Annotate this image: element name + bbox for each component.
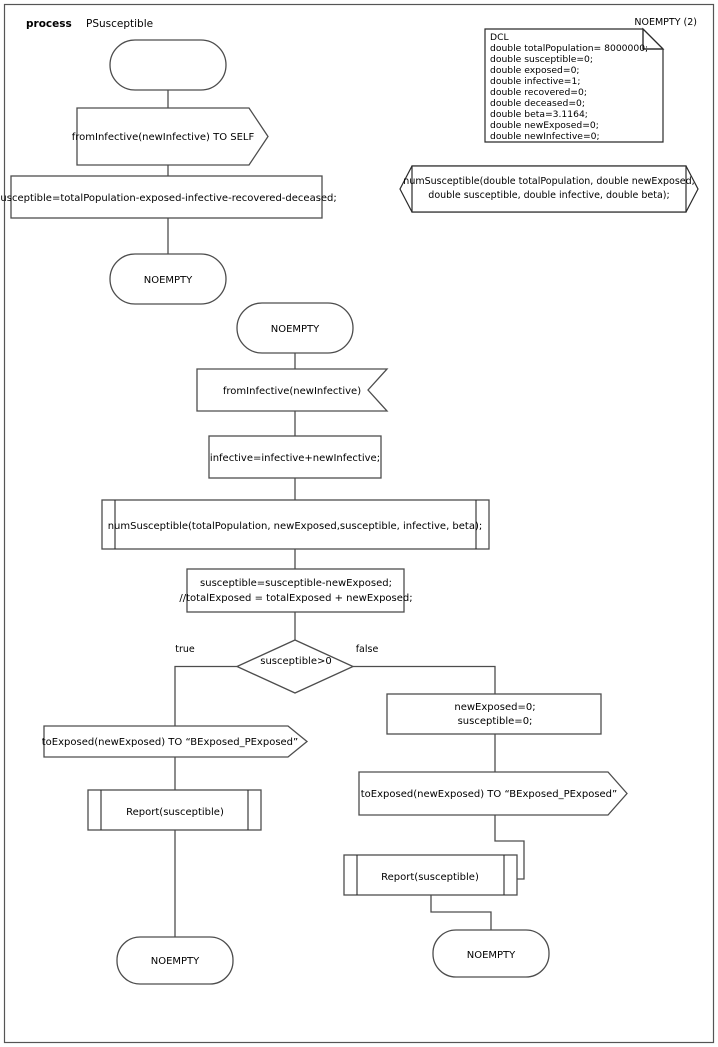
output-false-symbol bbox=[358, 771, 628, 816]
dcl-line-8: double newInfective=0; bbox=[490, 131, 600, 142]
dcl-line-0: double totalPopulation= 8000000; bbox=[490, 43, 648, 54]
state-noempty-1-symbol bbox=[109, 253, 227, 305]
dcl-note-box bbox=[484, 28, 664, 143]
state-end-true-label: NOEMPTY bbox=[151, 956, 200, 967]
dcl-line-5: double deceased=0; bbox=[490, 98, 585, 109]
input-from-infective-symbol bbox=[196, 368, 389, 412]
task-reset-symbol bbox=[386, 693, 602, 735]
call-num-susceptible-label: numSusceptible(totalPopulation, newExpos… bbox=[108, 521, 483, 532]
state-noempty-1-label: NOEMPTY bbox=[144, 275, 193, 286]
task-reset-line1: newExposed=0; bbox=[454, 702, 535, 713]
task-reset-line2: susceptible=0; bbox=[458, 716, 533, 727]
dcl-line-3: double infective=1; bbox=[490, 76, 580, 87]
state-start-symbol bbox=[109, 39, 227, 91]
branch-false-label: false bbox=[356, 644, 379, 655]
connector-output-to-report-false bbox=[494, 815, 525, 880]
state-noempty-2-label: NOEMPTY bbox=[271, 324, 320, 335]
state-end-true-symbol bbox=[116, 936, 234, 985]
dcl-line-6: double beta=3.1164; bbox=[490, 109, 588, 120]
dcl-note-fold-line bbox=[642, 28, 664, 50]
call-report-false-symbol bbox=[343, 854, 518, 896]
procedure-decl-inner bbox=[411, 165, 687, 213]
task-exposed-line2: //totalExposed = totalExposed + newExpos… bbox=[179, 593, 412, 604]
dcl-line-4: double recovered=0; bbox=[490, 87, 587, 98]
call-report-false-label: Report(susceptible) bbox=[381, 872, 479, 883]
dcl-line-7: double newExposed=0; bbox=[490, 120, 599, 131]
output-false-label: toExposed(newExposed) TO “BExposed_PExpo… bbox=[361, 789, 617, 800]
task-exposed-symbol bbox=[186, 568, 405, 613]
output-true-symbol bbox=[43, 725, 309, 758]
branch-true-label: true bbox=[175, 644, 195, 655]
state-end-false-label: NOEMPTY bbox=[467, 950, 516, 961]
task-susceptible-symbol bbox=[10, 175, 323, 219]
input-from-infective-label: fromInfective(newInfective) bbox=[223, 386, 361, 397]
task-susceptible-label: susceptible=totalPopulation-exposed-infe… bbox=[0, 193, 337, 204]
decision-susceptible-symbol bbox=[235, 639, 355, 694]
procedure-decl-line2: double susceptible, double infective, do… bbox=[428, 190, 669, 201]
output-true-label: toExposed(newExposed) TO “BExposed_PExpo… bbox=[42, 737, 298, 748]
call-num-susceptible-symbol bbox=[101, 499, 490, 550]
connector-decision-false bbox=[353, 665, 496, 694]
state-end-false-symbol bbox=[432, 929, 550, 978]
call-report-true-label: Report(susceptible) bbox=[126, 807, 224, 818]
process-name: PSusceptible bbox=[86, 18, 153, 30]
task-infective-symbol bbox=[208, 435, 382, 479]
connector-report-to-end-false bbox=[430, 895, 492, 930]
dcl-line-1: double susceptible=0; bbox=[490, 54, 593, 65]
output-to-self-label: fromInfective(newInfective) TO SELF bbox=[72, 132, 255, 143]
procedure-decl-line1: numSusceptible(double totalPopulation, d… bbox=[403, 176, 694, 187]
note-corner-label: NOEMPTY (2) bbox=[634, 17, 697, 28]
task-infective-label: infective=infective+newInfective; bbox=[210, 453, 380, 464]
call-report-true-symbol bbox=[87, 789, 262, 831]
decision-susceptible-label: susceptible>0 bbox=[260, 656, 331, 667]
task-exposed-line1: susceptible=susceptible-newExposed; bbox=[200, 578, 392, 589]
dcl-line-2: double exposed=0; bbox=[490, 65, 580, 76]
process-keyword: process bbox=[26, 18, 72, 30]
connector-decision-true bbox=[174, 665, 237, 726]
output-to-self-symbol bbox=[76, 107, 269, 166]
dcl-title: DCL bbox=[490, 32, 509, 43]
page-frame bbox=[3, 3, 715, 1044]
